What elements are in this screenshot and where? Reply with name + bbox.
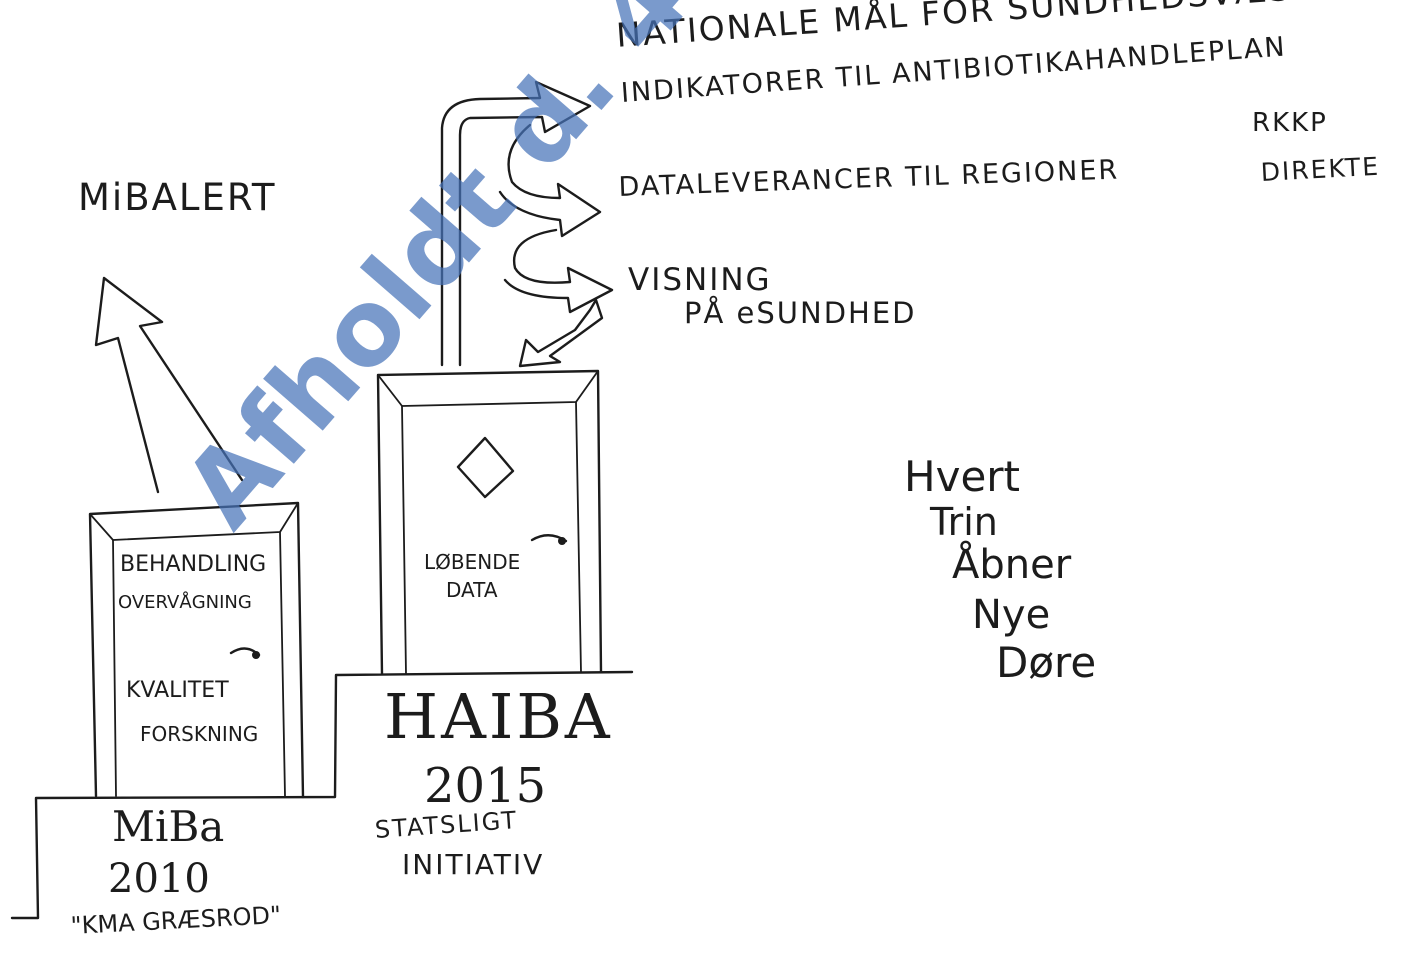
motto-line-4: Nye <box>972 592 1050 638</box>
door-miba-research: FORSKNING <box>140 722 258 746</box>
door-miba-surveillance: OVERVÅGNING <box>118 592 252 613</box>
target-esundhed: PÅ eSUNDHED <box>684 296 917 330</box>
step-haiba-name: HAIBA <box>384 680 613 753</box>
door-miba-frame <box>90 503 303 797</box>
step-haiba-note-2: INITIATIV <box>402 848 544 881</box>
mibalert-label: MiBALERT <box>78 176 277 219</box>
motto-line-5: Døre <box>996 638 1096 687</box>
motto-line-2: Trin <box>930 500 998 544</box>
motto-line-3: Åbner <box>952 542 1071 588</box>
step-haiba-year: 2015 <box>424 758 546 814</box>
door-haiba-window <box>458 438 513 497</box>
door-haiba-data: DATA <box>446 578 498 602</box>
arrow-door-to-visning <box>520 300 602 366</box>
arrow-to-data-deliveries <box>500 125 600 236</box>
target-visning: VISNING <box>628 262 772 298</box>
door-haiba-ongoing: LØBENDE <box>424 550 520 574</box>
door-haiba-frame <box>378 371 601 674</box>
mibalert-arrow <box>96 278 242 492</box>
motto-line-1: Hvert <box>904 452 1020 501</box>
step-miba-name: MiBa <box>112 802 224 851</box>
arrow-to-national-goals <box>442 82 590 365</box>
target-rkkp: RKKP <box>1252 108 1328 138</box>
step-miba-year: 2010 <box>108 856 210 902</box>
door-miba-quality: KVALITET <box>126 678 229 703</box>
door-miba-treatment: BEHANDLING <box>120 552 266 577</box>
